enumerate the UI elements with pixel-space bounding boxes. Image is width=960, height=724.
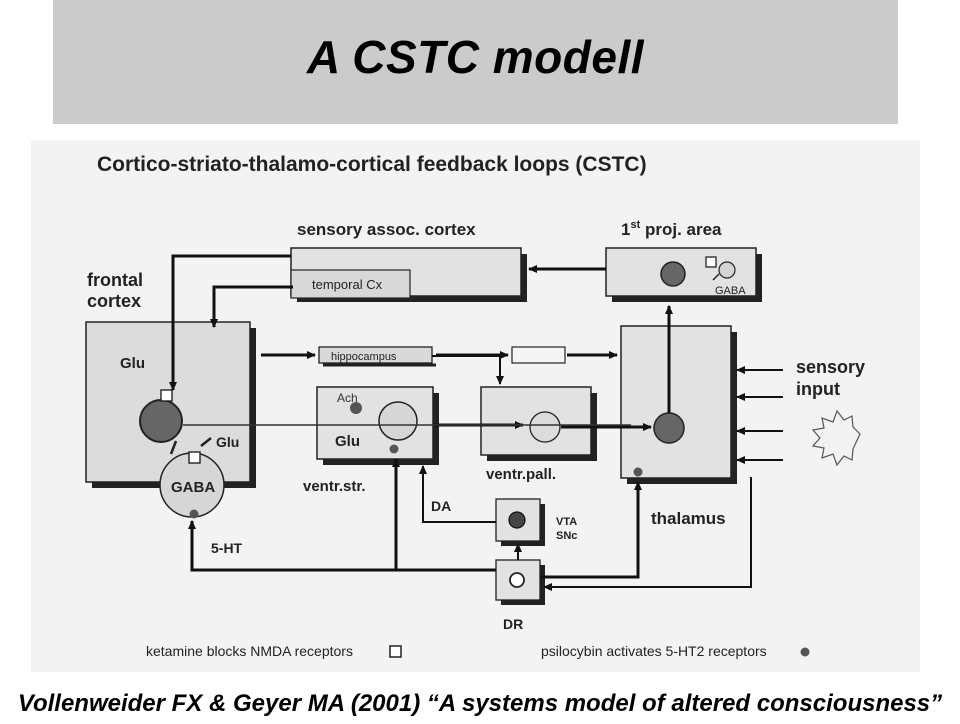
temporal-cx-box [290, 269, 411, 299]
ventr-str-label: ventr.str. [303, 478, 366, 495]
diagram-heading: Cortico-striato-thalamo-cortical feedbac… [97, 153, 647, 176]
relay-box [511, 346, 566, 364]
legend-psilocybin: psilocybin activates 5-HT2 receptors [541, 643, 767, 659]
vta-label: VTA [556, 516, 577, 528]
glu-side-label: Glu [216, 434, 239, 450]
sensory-assoc-cortex-label: sensory assoc. cortex [297, 220, 476, 239]
da-label: DA [431, 498, 451, 514]
thalamus-box [620, 325, 732, 479]
proj-area-label: 1st proj. area [621, 219, 722, 239]
cstc-diagram-svg: Cortico-striato-thalamo-cortical feedbac… [85, 153, 865, 659]
legend-ketamine: ketamine blocks NMDA receptors [146, 643, 353, 659]
gaba-receptor-square [188, 451, 201, 464]
proj-area-gaba-neuron [718, 261, 736, 279]
pyramidal-neuron [139, 399, 183, 443]
arrow-thalamus-to-dr [543, 477, 752, 591]
nmda-receptor-square [160, 389, 173, 402]
proj-area-neuron [660, 261, 686, 287]
legend-ketamine-square [389, 645, 402, 658]
proj-area-receptor-square [705, 256, 717, 268]
striatal-5ht-dot [389, 444, 399, 454]
vta-neuron [508, 511, 526, 529]
thalamus-label: thalamus [651, 509, 726, 528]
slide-title: A CSTC modell [306, 31, 645, 83]
glu-frontal-label: Glu [120, 355, 145, 372]
ach-label: Ach [337, 391, 358, 405]
pyramidal-to-gaba-connector [169, 440, 178, 455]
snc-label: SNc [556, 530, 577, 542]
arrow-dr-to-thalamus [540, 481, 642, 579]
cstc-diagram: Cortico-striato-thalamo-cortical feedbac… [31, 140, 920, 672]
sensory-label: sensory [796, 357, 865, 377]
striatal-neuron [378, 401, 418, 441]
cortex-label: cortex [87, 291, 141, 311]
pallidal-neuron [529, 411, 561, 443]
ach-dot [350, 402, 362, 414]
thalamic-5ht-dot [633, 467, 643, 477]
glu-striatum-label: Glu [335, 433, 360, 450]
dr-label: DR [503, 616, 523, 632]
input-label: input [796, 379, 840, 399]
dr-box [495, 559, 541, 601]
proj-area-gaba-label: GABA [715, 285, 746, 297]
title-band: A CSTC modell [53, 0, 898, 124]
arrow-vta-to-striatum [419, 465, 496, 523]
temporal-cx-label: temporal Cx [312, 277, 383, 292]
arrow-sensory-assoc-to-frontal-1 [169, 254, 291, 391]
hippocampus-label: hippocampus [331, 351, 397, 363]
ventr-pall-label: ventr.pall. [486, 466, 556, 483]
frontal-label: frontal [87, 270, 143, 290]
glu-side-connector [200, 437, 212, 447]
gaba-big-label: GABA [171, 479, 215, 496]
arrow-hippocampus-to-pallidum [432, 355, 504, 385]
dr-neuron [509, 572, 525, 588]
citation: Vollenweider FX & Geyer MA (2001) “A sys… [17, 690, 943, 717]
five-ht-label: 5-HT [211, 540, 243, 556]
sensory-input-star [811, 409, 861, 467]
arrow-sensory-assoc-to-frontal-2 [210, 285, 293, 328]
thalamic-neuron [653, 412, 685, 444]
gaba-5ht2-dot [189, 509, 199, 519]
legend-psilocybin-dot [800, 647, 810, 657]
proj-area-gaba-line [712, 273, 720, 281]
